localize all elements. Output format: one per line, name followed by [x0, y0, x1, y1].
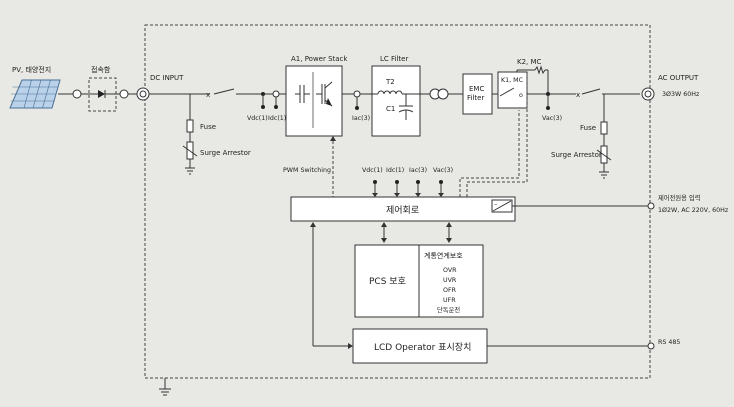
dc-fuse-icon	[186, 119, 194, 133]
idc-label: Idc(1)	[268, 115, 286, 122]
pv-panel-icon	[9, 79, 61, 109]
sig-iac-label: Iac(3)	[409, 167, 427, 174]
svg-text:~: ~	[494, 202, 497, 207]
lcd-operator-box	[352, 328, 488, 364]
ac-fuse-icon	[600, 121, 608, 135]
dc-surge-label: Surge Arrestor	[200, 149, 251, 157]
grid-protection-box	[418, 244, 484, 318]
dc-input-label: DC INPUT	[150, 74, 184, 82]
vac-label: Vac(3)	[542, 115, 562, 122]
igbt-switch-icon	[316, 81, 333, 107]
diode-icon	[89, 90, 116, 98]
lc-filter-box	[371, 65, 421, 137]
protect-item-islanding: 단독운전	[437, 305, 460, 314]
dc-ground-icon	[185, 167, 195, 175]
pv-terminal	[72, 89, 82, 99]
sig-vac-label: Vac(3)	[433, 167, 453, 174]
power-supply-converter-icon: ~	[491, 199, 513, 213]
k2-bypass-resistor-icon	[534, 65, 546, 75]
t2-label: T2	[385, 78, 395, 86]
emc-label-1: EMC	[469, 85, 484, 93]
junction-terminal	[119, 89, 129, 99]
control-protection-link-right	[446, 222, 452, 243]
control-circuit-label: 제어회로	[386, 205, 419, 216]
ac-surge-label: Surge Arrestor	[551, 151, 602, 159]
rs485-terminal	[647, 342, 655, 350]
inverter-enclosure	[144, 24, 651, 379]
ac-breaker-mark: x	[576, 91, 580, 99]
transformer-icon	[429, 88, 449, 100]
ac-ground-icon	[599, 171, 609, 179]
grid-protection-label: 계통연계보호	[424, 251, 463, 260]
control-lcd-link	[310, 222, 353, 349]
power-stack-box	[285, 65, 343, 137]
emc-label-2: Filter	[467, 94, 484, 102]
dc-link-capacitor-icon	[295, 85, 310, 103]
ac-output-label: AC OUTPUT	[658, 74, 699, 82]
k1-control-line	[459, 110, 520, 197]
k2-control-line	[466, 74, 528, 197]
inductor-icon	[372, 90, 420, 95]
dc-fuse-label: Fuse	[200, 123, 216, 131]
k2-label: K2, MC	[517, 58, 542, 66]
control-power-label-2: 1Ø2W, AC 220V, 60Hz	[658, 206, 729, 214]
control-circuit-box	[290, 196, 516, 222]
dc-surge-arrestor-icon	[182, 141, 198, 160]
protect-item-ufr: UFR	[443, 297, 456, 304]
ac-spec-label: 3Ø3W 60Hz	[662, 90, 700, 98]
iac-sensor-icon	[353, 90, 361, 98]
sig-idc-label: Idc(1)	[386, 167, 404, 174]
dc-input-connector-icon	[136, 87, 150, 101]
k1-contactor-box	[497, 71, 528, 109]
dc-breaker-mark: x	[206, 91, 210, 99]
ac-switch-icon	[581, 88, 601, 95]
pwm-label: PWM Switching	[283, 167, 331, 174]
vdc-label: Vdc(1)	[247, 115, 268, 122]
lc-filter-label: LC Filter	[380, 55, 408, 63]
pcs-protection-box	[354, 244, 420, 318]
power-stack-label: A1, Power Stack	[291, 55, 348, 63]
protect-item-ofr: OFR	[443, 287, 457, 294]
dc-switch-icon	[213, 88, 235, 95]
k1-label: K1, MC	[501, 77, 524, 84]
protect-item-ovr: OVR	[443, 267, 457, 274]
control-power-terminal	[647, 202, 655, 210]
idc-sensor-icon	[272, 90, 280, 98]
sensor-signal-inputs	[372, 180, 444, 197]
rs485-label: RS 485	[658, 339, 680, 346]
emc-filter-box	[462, 73, 493, 115]
c1-label: C1	[386, 105, 395, 113]
pcs-protection-label: PCS 보호	[369, 276, 406, 287]
svg-text:o: o	[519, 92, 523, 99]
pv-label: PV, 태양전지	[12, 65, 51, 74]
control-protection-link-left	[381, 222, 387, 243]
junction-box-label: 접속함	[91, 65, 111, 74]
k1-switch-icon: o	[499, 87, 523, 99]
ac-output-connector-icon	[641, 87, 655, 101]
enclosure-ground-icon	[159, 378, 171, 396]
lcd-operator-label: LCD Operator 표시장치	[374, 341, 471, 353]
control-power-label-1: 제어전원용 입력	[658, 193, 701, 202]
sig-vdc-label: Vdc(1)	[362, 167, 383, 174]
iac-label: Iac(3)	[352, 115, 370, 122]
ac-fuse-label: Fuse	[580, 124, 596, 132]
protect-item-uvr: UVR	[443, 277, 457, 284]
